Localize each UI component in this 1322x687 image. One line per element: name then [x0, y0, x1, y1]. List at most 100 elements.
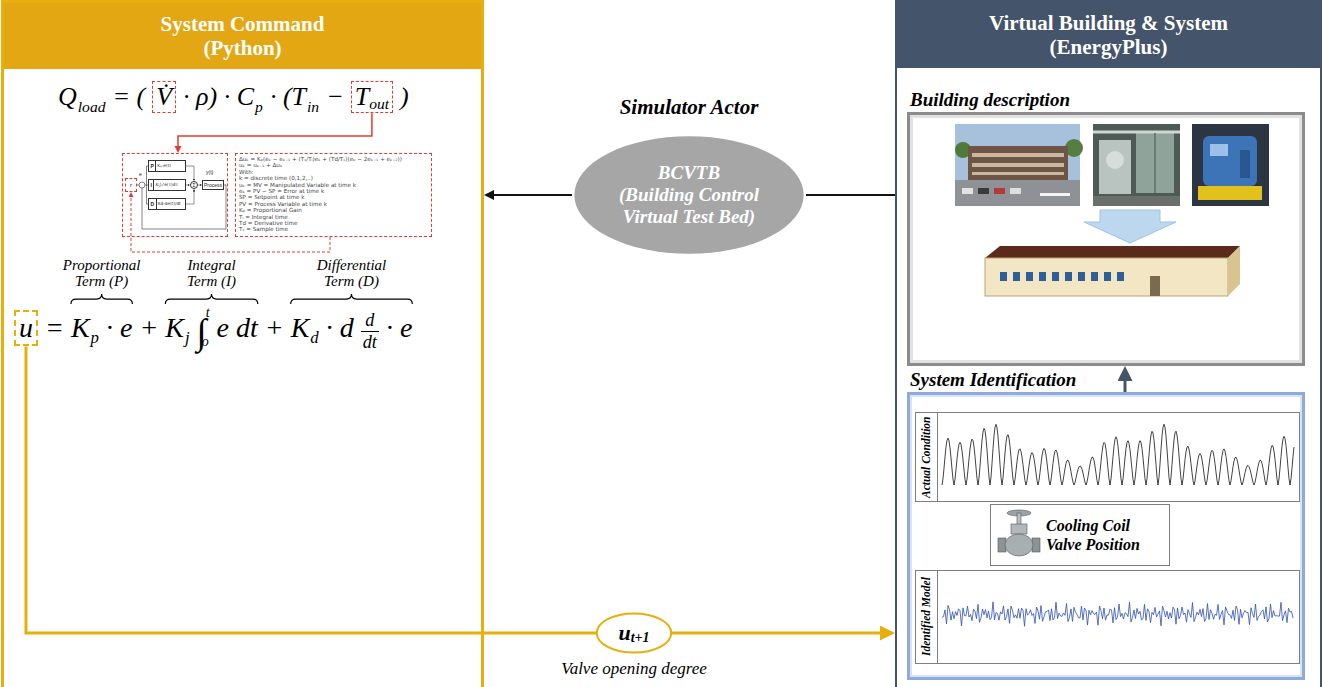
valve-box: Cooling Coil Valve Position [990, 504, 1170, 566]
building-model [1078, 272, 1085, 281]
pid-wiring [139, 182, 145, 188]
valve-icon [1011, 524, 1027, 534]
building-photo [955, 124, 1080, 206]
formula-term: d [310, 330, 318, 347]
equation-line: With: [239, 169, 428, 175]
connector [178, 113, 372, 148]
transfer-arrow [1084, 210, 1176, 243]
building-photo [962, 188, 973, 194]
valve-label: Cooling Coil Valve Position [1046, 516, 1156, 554]
building-model [1052, 272, 1059, 281]
pid-wiring [142, 185, 226, 229]
building-photo [1010, 188, 1021, 194]
formula-term: e dt [217, 314, 258, 342]
signal-label: e [139, 172, 142, 177]
boiler-photo [1192, 124, 1269, 206]
signal-label: u [618, 622, 630, 644]
panel: Virtual Building & System (EnergyPlus)Bu… [895, 0, 1322, 687]
axis-label: Actual Condition [916, 413, 938, 501]
formula-term: · e [106, 314, 132, 342]
block-label: Kₚ·e(t) [156, 164, 172, 168]
highlight-box: V̇ [152, 81, 176, 113]
building-photo [972, 172, 1064, 175]
formula-symbol: V̇ [156, 84, 172, 110]
actor-label: BCVTB [658, 162, 720, 184]
connector [806, 194, 895, 196]
machinery-photo [1093, 131, 1180, 134]
process-block: Process [202, 180, 224, 190]
valve-icon [998, 510, 1040, 556]
building-model [1150, 276, 1160, 296]
connector [186, 191, 194, 205]
block-label: D [149, 199, 157, 209]
simulator-actor: Simulator ActorBCVTB(Building Control Vi… [572, 135, 806, 255]
panel-title: System Command (Python) [4, 3, 481, 69]
input-box: r [125, 178, 137, 192]
formula-term: = ( [113, 84, 146, 110]
connector [186, 166, 194, 180]
actor-label: (Building Control Virtual Test Bed) [609, 184, 769, 228]
formula-term: t [206, 306, 210, 320]
term-label: Differential Term (D) [311, 257, 393, 289]
formula-symbol: T [355, 84, 369, 110]
machinery-photo [1099, 140, 1131, 194]
boiler-photo [1198, 186, 1262, 200]
output-box: u [14, 310, 38, 346]
connector [490, 194, 572, 196]
pid-wiring [137, 166, 226, 229]
formula-term: ) [400, 84, 409, 110]
machinery-photo [1154, 133, 1156, 193]
building-model [1026, 272, 1033, 281]
formula-term: − [326, 84, 344, 110]
section-title: System Identification [910, 370, 1076, 390]
term-label: Integral Term (I) [171, 257, 253, 289]
curly-brace [165, 294, 257, 304]
axis-label: Identified Model [916, 571, 938, 663]
valve-icon [1017, 513, 1021, 525]
signal-tag: ut+1Valve opening degree [596, 613, 672, 653]
building-model [1117, 272, 1124, 281]
building-model [1104, 272, 1111, 281]
equation-line: Tₛ = Sample time [239, 226, 428, 232]
formula-term: · (T [270, 84, 306, 110]
valve-icon [1005, 534, 1033, 556]
building-model [985, 258, 1228, 296]
formula-term: dt [363, 333, 377, 351]
building-photo [968, 146, 1068, 180]
formula-term: K [71, 314, 90, 342]
building-description: Building description [907, 112, 1305, 366]
ellipse-shape [574, 136, 803, 254]
block-label: Process [204, 183, 222, 188]
block-label: Kᵢ∫₀ᵗe(τ)dτ [154, 183, 179, 187]
connector [186, 185, 189, 186]
formula-term: = [45, 314, 64, 342]
building-photo [972, 153, 1064, 157]
building-photo [955, 180, 1080, 206]
building-model [1013, 272, 1020, 281]
equation-line: PV = Process Variable at time k [239, 201, 428, 207]
block-label: P [149, 161, 156, 171]
machinery-photo [1093, 196, 1180, 206]
signal-box: Identified Model [915, 570, 1300, 664]
signal-label: y(t) [206, 170, 213, 175]
equation-box: Δuₖ = Kₚ(eₖ − eₖ₋₁ + (Tₛ/Tᵢ)eₖ + (Td/Tₛ)… [235, 153, 432, 237]
signal-label: r [130, 182, 132, 188]
summing-junction: Σ [190, 181, 198, 189]
connector [26, 347, 596, 634]
machinery-photo [1093, 124, 1180, 206]
system-identification: System IdentificationActual ConditionCoo… [907, 392, 1305, 680]
formula-term: load [78, 99, 106, 115]
building-photo [978, 188, 989, 194]
equation-line: Δuₖ = Kₚ(eₖ − eₖ₋₁ + (Tₛ/Tᵢ)eₖ + (Td/Tₛ)… [239, 156, 428, 162]
equation-line: uₖ = uₖ₋₁ + Δuₖ [239, 162, 428, 168]
ellipse-shape [597, 613, 671, 652]
machinery-photo [1136, 133, 1174, 193]
block-label: Σ [192, 183, 195, 188]
formula-term: K [291, 314, 310, 342]
formula-symbol: u [19, 314, 33, 342]
building-model [985, 246, 1240, 296]
actor-label: Simulator Actor [542, 95, 836, 119]
signal-box: Actual Condition [915, 412, 1300, 502]
boiler-photo [1192, 124, 1269, 206]
building-photo [955, 124, 1083, 206]
